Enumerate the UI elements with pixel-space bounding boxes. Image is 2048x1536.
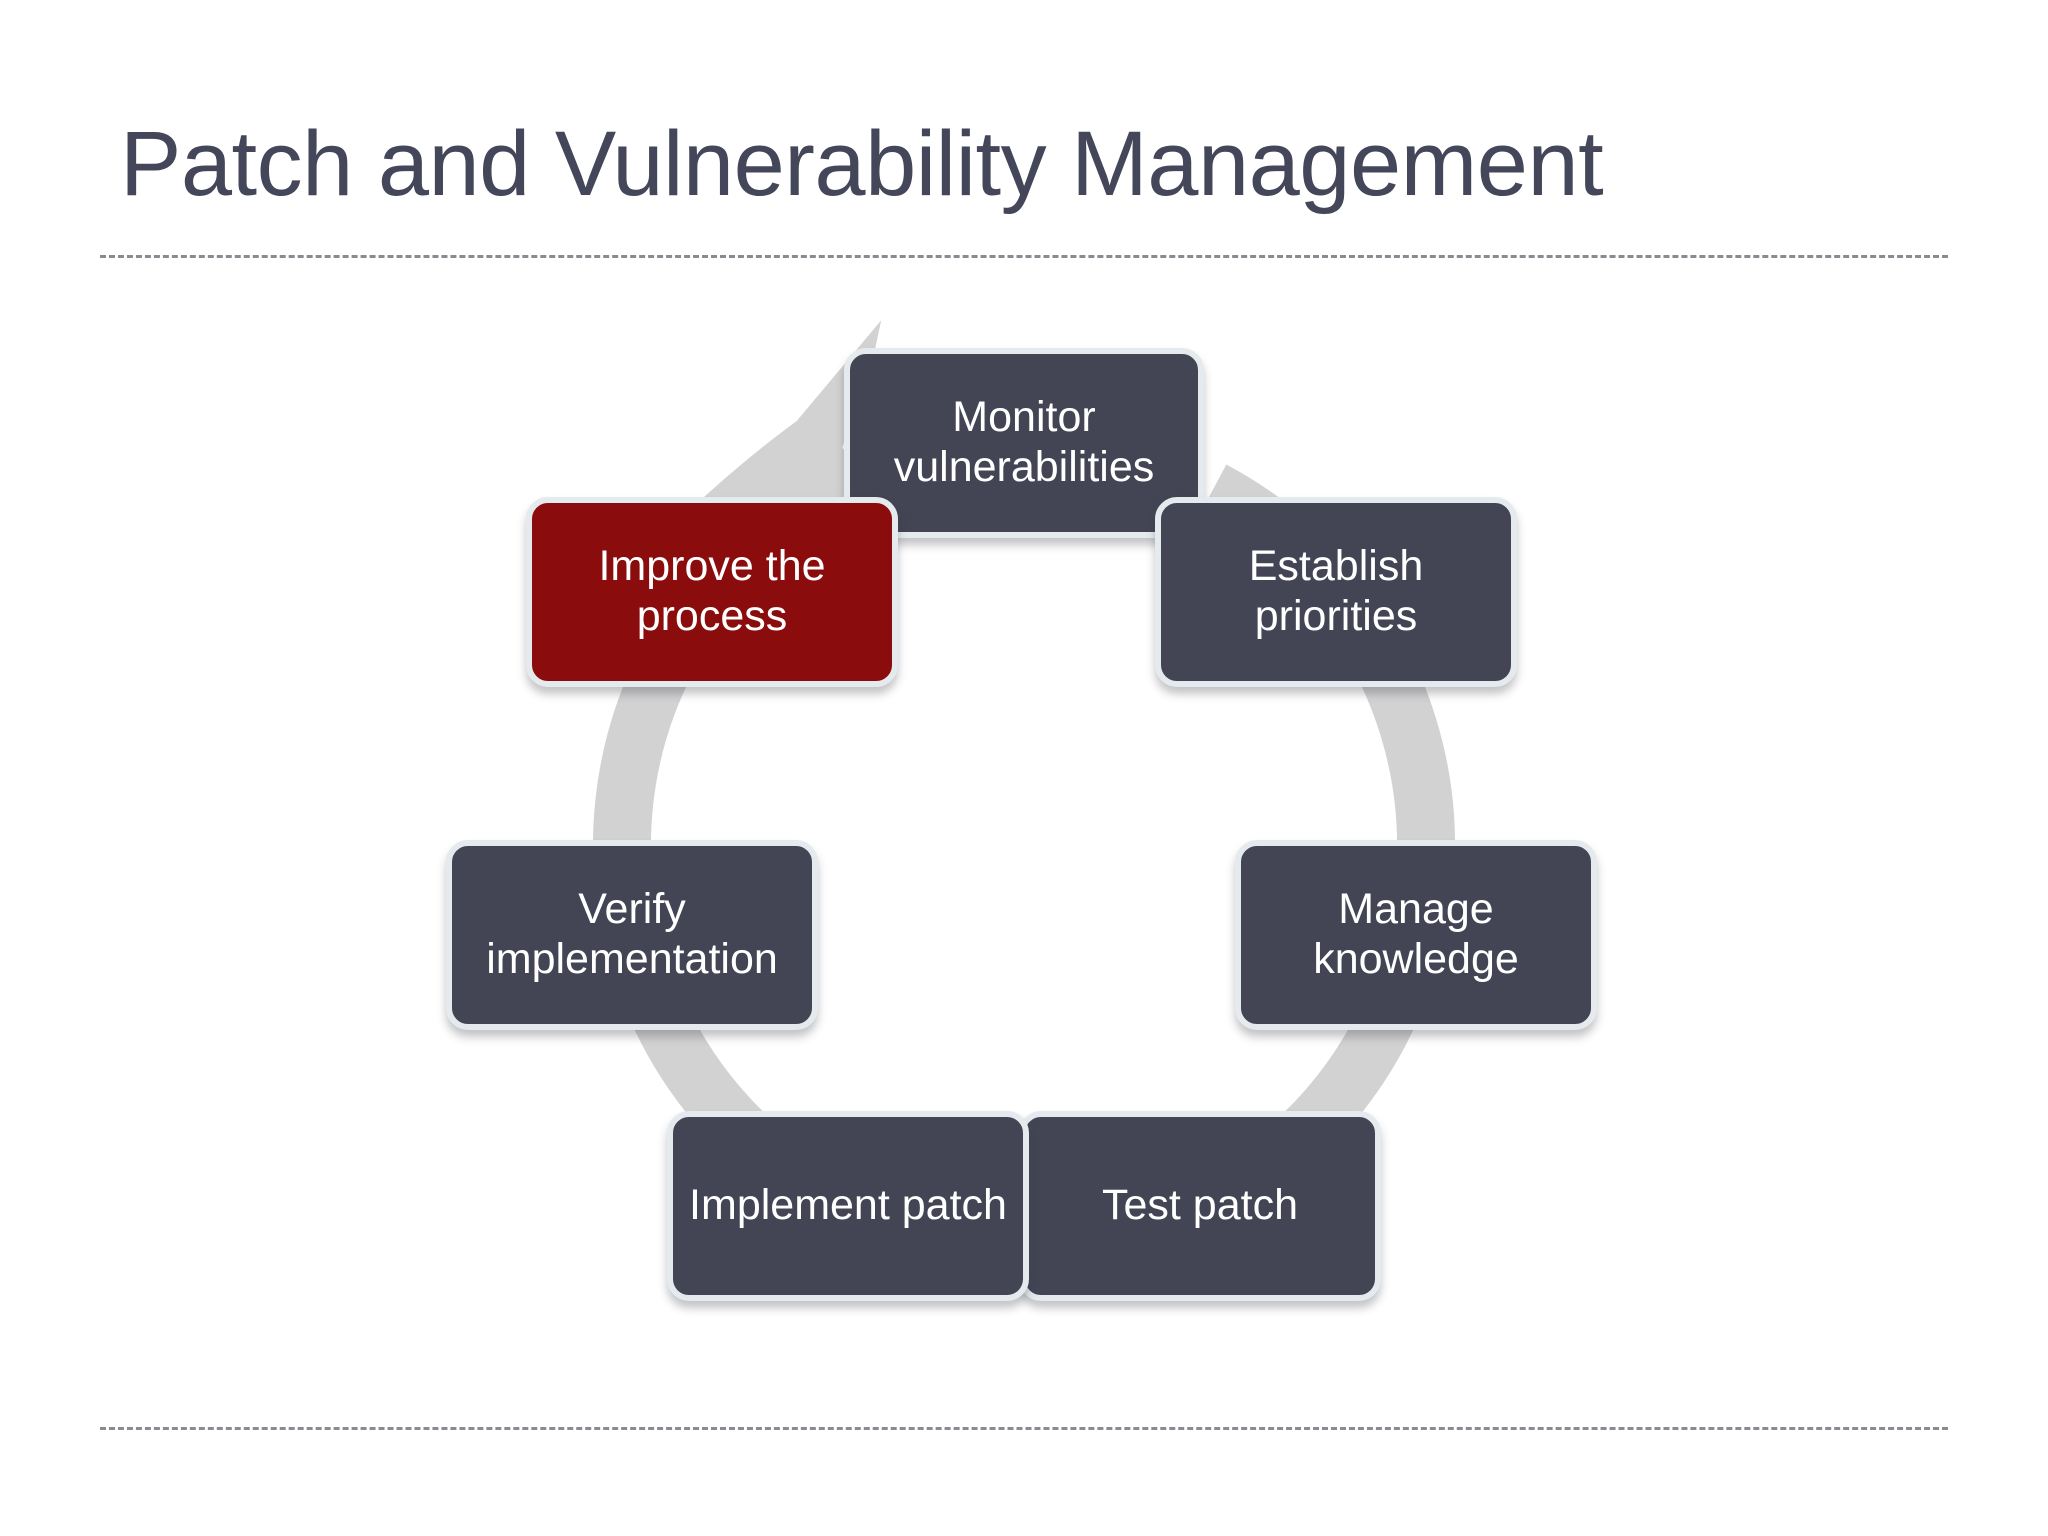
cycle-node-verify-implementation[interactable]: Verify implementation (446, 840, 818, 1030)
cycle-node-label: Verify implementation (486, 885, 778, 983)
footer-divider-bottom (100, 1427, 1948, 1430)
page-title: Patch and Vulnerability Management (120, 113, 1604, 215)
title-divider-top (100, 255, 1948, 258)
cycle-node-label: Improve the process (598, 542, 826, 640)
cycle-node-implement-patch[interactable]: Implement patch (667, 1111, 1029, 1301)
cycle-node-label: Monitor vulnerabilities (893, 393, 1155, 491)
cycle-node-label: Test patch (1102, 1181, 1298, 1230)
cycle-node-improve-the-process[interactable]: Improve the process (526, 497, 898, 687)
cycle-diagram: Monitor vulnerabilities Establish priori… (0, 260, 2048, 1430)
cycle-node-monitor[interactable]: Monitor vulnerabilities (844, 348, 1204, 538)
cycle-node-label: Implement patch (689, 1181, 1007, 1230)
cycle-node-manage-knowledge[interactable]: Manage knowledge (1235, 840, 1597, 1030)
cycle-node-label: Manage knowledge (1313, 885, 1519, 983)
cycle-node-label: Establish priorities (1248, 542, 1424, 640)
cycle-node-test-patch[interactable]: Test patch (1019, 1111, 1381, 1301)
cycle-node-establish-priorities[interactable]: Establish priorities (1155, 497, 1517, 687)
